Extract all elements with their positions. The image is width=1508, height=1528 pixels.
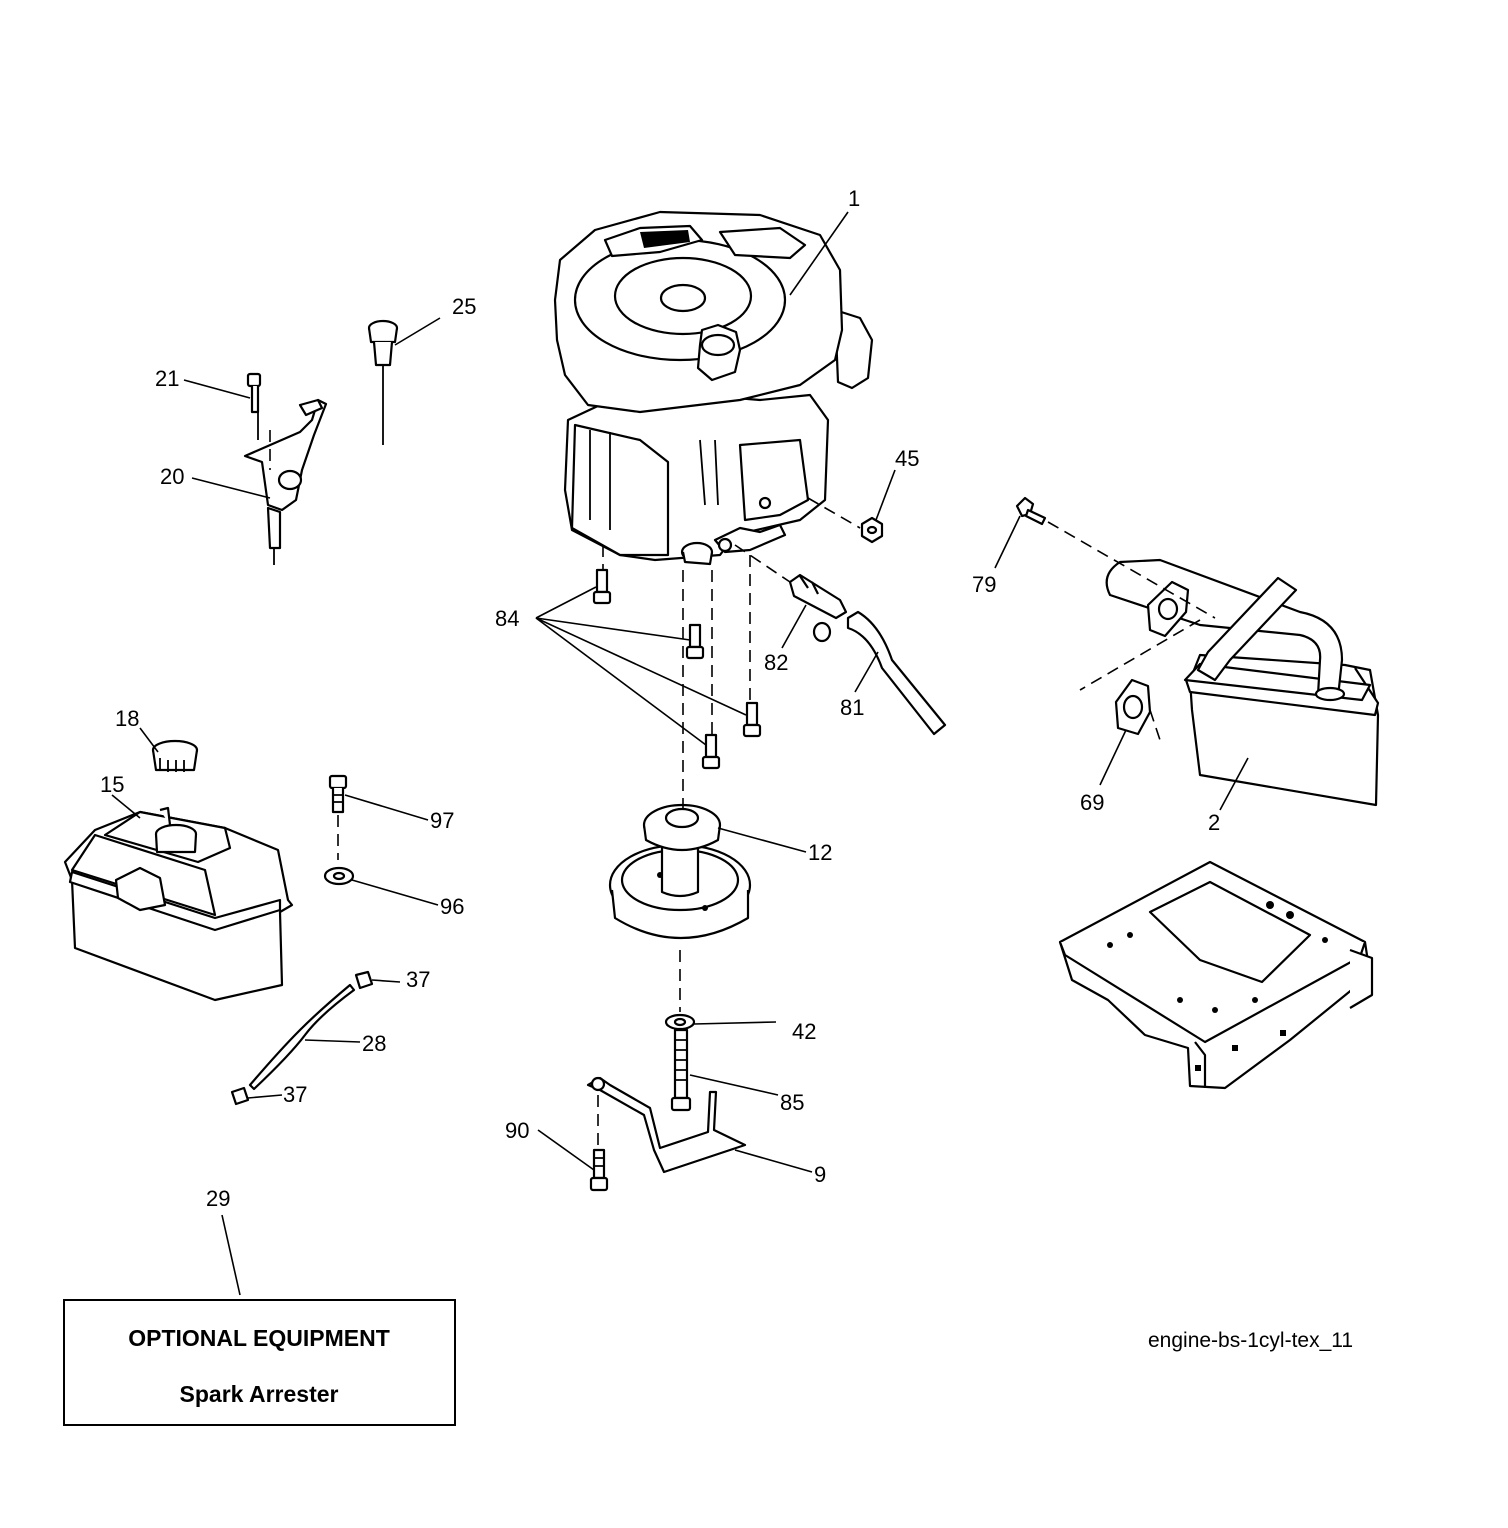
engine-mount-bolts <box>592 568 762 770</box>
callout-79: 79 <box>972 572 996 597</box>
pulley-bolt-part <box>664 1013 696 1112</box>
callout-42: 42 <box>792 1019 816 1044</box>
wire-bracket-part <box>586 1076 747 1174</box>
throttle-control-part <box>243 372 328 565</box>
spark-arrester-label: Spark Arrester <box>180 1381 339 1407</box>
fuel-cap-part <box>151 739 199 772</box>
callout-29: 29 <box>206 1186 230 1211</box>
callout-15: 15 <box>100 772 124 797</box>
callout-28: 28 <box>362 1031 386 1056</box>
fuel-tank-part <box>63 806 294 1002</box>
callout-9: 9 <box>814 1162 826 1187</box>
assembly-lines <box>269 430 1216 1150</box>
engine-mount-plate-part <box>1058 860 1374 1090</box>
exhaust-gasket-part <box>1114 678 1152 736</box>
dipstick-part <box>367 319 399 445</box>
tank-mount-bolt <box>323 774 355 886</box>
fuel-hose-part <box>846 610 947 736</box>
callout-2: 2 <box>1208 810 1220 835</box>
exhaust-bolt-part <box>1015 496 1047 526</box>
callout-20: 20 <box>160 464 184 489</box>
callout-37-bottom: 37 <box>283 1082 307 1107</box>
fuel-line-part <box>230 970 374 1106</box>
callout-21: 21 <box>155 366 179 391</box>
callout-37-top: 37 <box>406 967 430 992</box>
diagram-reference-code: engine-bs-1cyl-tex_11 <box>1148 1329 1353 1352</box>
fuel-fitting-part <box>788 573 848 643</box>
callout-labels: 1 25 21 20 45 79 84 82 81 69 2 18 15 97 … <box>100 186 1220 1211</box>
callout-90: 90 <box>505 1118 529 1143</box>
callout-84: 84 <box>495 606 519 631</box>
callout-18: 18 <box>115 706 139 731</box>
callout-25: 25 <box>452 294 476 319</box>
muffler-part <box>1105 558 1380 807</box>
bracket-bolt-part <box>589 1148 609 1192</box>
pulley-part <box>608 803 752 939</box>
callout-45: 45 <box>895 446 919 471</box>
callout-97: 97 <box>430 808 454 833</box>
optional-equipment-title: OPTIONAL EQUIPMENT <box>128 1325 390 1351</box>
leader-lines <box>111 211 1249 1296</box>
callout-69: 69 <box>1080 790 1104 815</box>
callout-12: 12 <box>808 840 832 865</box>
callout-96: 96 <box>440 894 464 919</box>
callout-85: 85 <box>780 1090 804 1115</box>
callout-82: 82 <box>764 650 788 675</box>
nut-part <box>860 516 884 544</box>
engine-part <box>553 210 874 566</box>
optional-equipment-box: OPTIONAL EQUIPMENT Spark Arrester <box>63 1299 456 1426</box>
callout-1: 1 <box>848 186 860 211</box>
callout-81: 81 <box>840 695 864 720</box>
